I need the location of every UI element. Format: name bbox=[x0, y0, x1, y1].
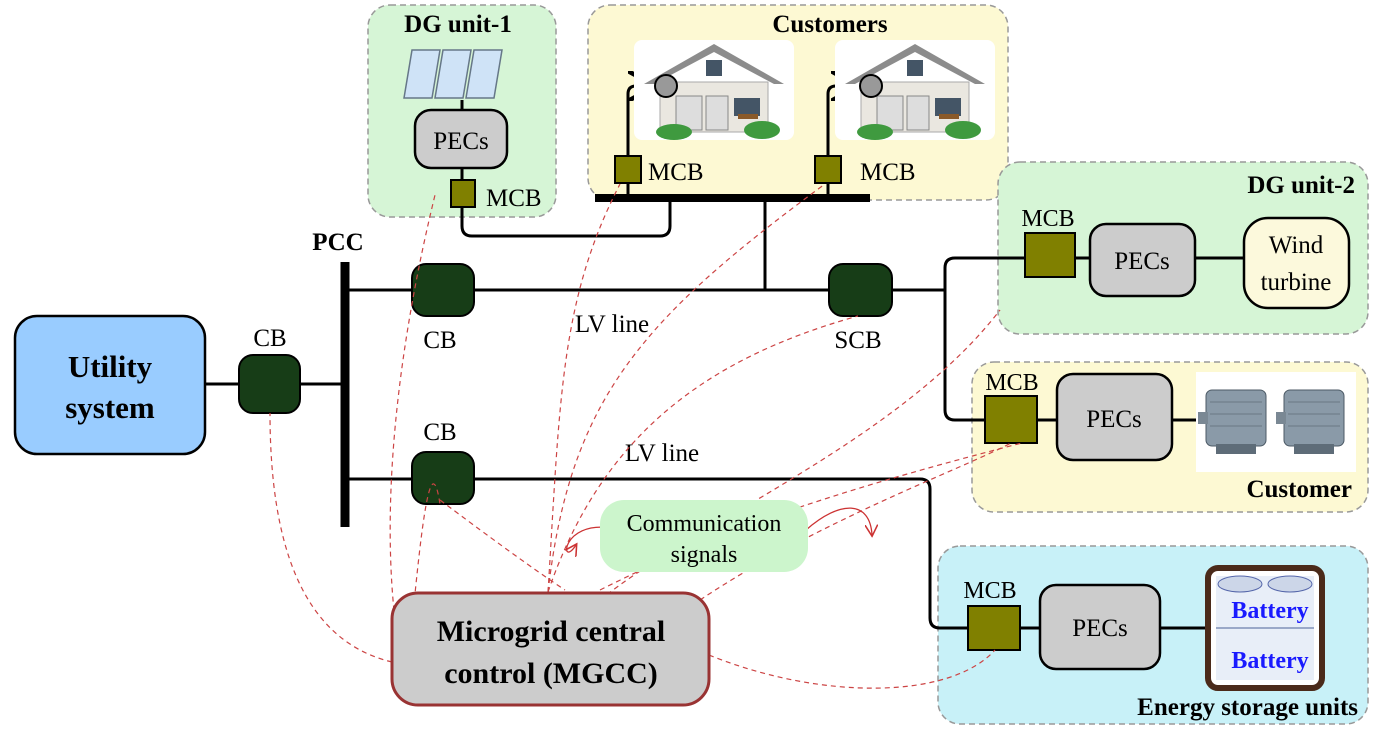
communication-lines bbox=[269, 183, 1023, 689]
dg-unit-2-title: DG unit-2 bbox=[1247, 172, 1355, 199]
motor-customer-pecs bbox=[1055, 372, 1174, 462]
signals-label-line2: signals bbox=[671, 542, 738, 568]
mgcc-box bbox=[390, 591, 711, 707]
scb[interactable] bbox=[828, 263, 893, 317]
lv-line-bottom-label: LV line bbox=[625, 440, 699, 467]
energy-storage-title: Energy storage units bbox=[1137, 694, 1358, 721]
electric-motor-icon bbox=[1196, 372, 1356, 472]
mgcc-label-line2: control (MGCC) bbox=[444, 657, 658, 690]
house-icon bbox=[835, 40, 995, 140]
customer-title: Customer bbox=[1246, 476, 1352, 503]
house-icon bbox=[634, 40, 794, 140]
wind-turbine-box bbox=[1242, 216, 1351, 310]
utility-label-line2: system bbox=[65, 390, 155, 425]
cb-top-label: CB bbox=[423, 327, 456, 354]
motor-customer-mcb-label: MCB bbox=[985, 370, 1038, 396]
utility-system-box bbox=[13, 314, 207, 456]
communication-signals-bubble bbox=[600, 500, 808, 572]
customer1-mcb-label: MCB bbox=[648, 159, 704, 186]
motor-customer-pecs-label: PECs bbox=[1086, 406, 1142, 433]
meter-icon-2 bbox=[859, 74, 883, 98]
storage-pecs-label: PECs bbox=[1072, 615, 1128, 642]
dg1-mcb-label: MCB bbox=[486, 185, 542, 212]
dg1-mcb[interactable] bbox=[450, 179, 476, 208]
mgcc-label-line1: Microgrid central bbox=[437, 615, 666, 648]
cb-top[interactable] bbox=[411, 263, 475, 317]
storage-mcb-label: MCB bbox=[963, 578, 1016, 604]
dg1-pecs-label: PECs bbox=[433, 128, 489, 155]
battery-label-1: Battery bbox=[1231, 598, 1308, 624]
motor-customer-mcb[interactable] bbox=[984, 395, 1038, 444]
pcc-label: PCC bbox=[312, 229, 363, 256]
customers-title: Customers bbox=[772, 11, 888, 38]
lv-line-top-label: LV line bbox=[575, 311, 649, 338]
signals-label-line1: Communication bbox=[627, 511, 782, 537]
dg-unit-1-title: DG unit-1 bbox=[404, 11, 512, 38]
dg2-mcb[interactable] bbox=[1024, 232, 1076, 278]
solar-panel-icon bbox=[403, 49, 503, 99]
customer1-mcb[interactable] bbox=[614, 155, 642, 184]
utility-label-line1: Utility bbox=[68, 349, 153, 384]
dg2-pecs-label: PECs bbox=[1114, 248, 1170, 275]
cb-utility[interactable] bbox=[238, 354, 301, 414]
meter-icon-1 bbox=[654, 74, 678, 98]
customer2-mcb[interactable] bbox=[814, 155, 842, 184]
battery-icon bbox=[1205, 565, 1325, 691]
cb-bottom-label: CB bbox=[423, 419, 456, 446]
dg2-pecs bbox=[1088, 222, 1197, 298]
signal-arrow-right bbox=[805, 507, 872, 535]
storage-pecs bbox=[1038, 583, 1162, 671]
scb-label: SCB bbox=[834, 327, 881, 354]
dg2-mcb-label: MCB bbox=[1021, 206, 1074, 232]
dg1-pecs bbox=[413, 108, 509, 170]
storage-mcb[interactable] bbox=[967, 605, 1021, 651]
battery-label-2: Battery bbox=[1231, 648, 1308, 674]
wind-label-line1: Wind bbox=[1269, 232, 1324, 259]
cb-bottom[interactable] bbox=[411, 451, 475, 505]
wind-label-line2: turbine bbox=[1261, 269, 1332, 296]
signal-arrow-left bbox=[567, 526, 613, 552]
customer2-mcb-label: MCB bbox=[860, 159, 916, 186]
cb-utility-label: CB bbox=[253, 325, 286, 352]
